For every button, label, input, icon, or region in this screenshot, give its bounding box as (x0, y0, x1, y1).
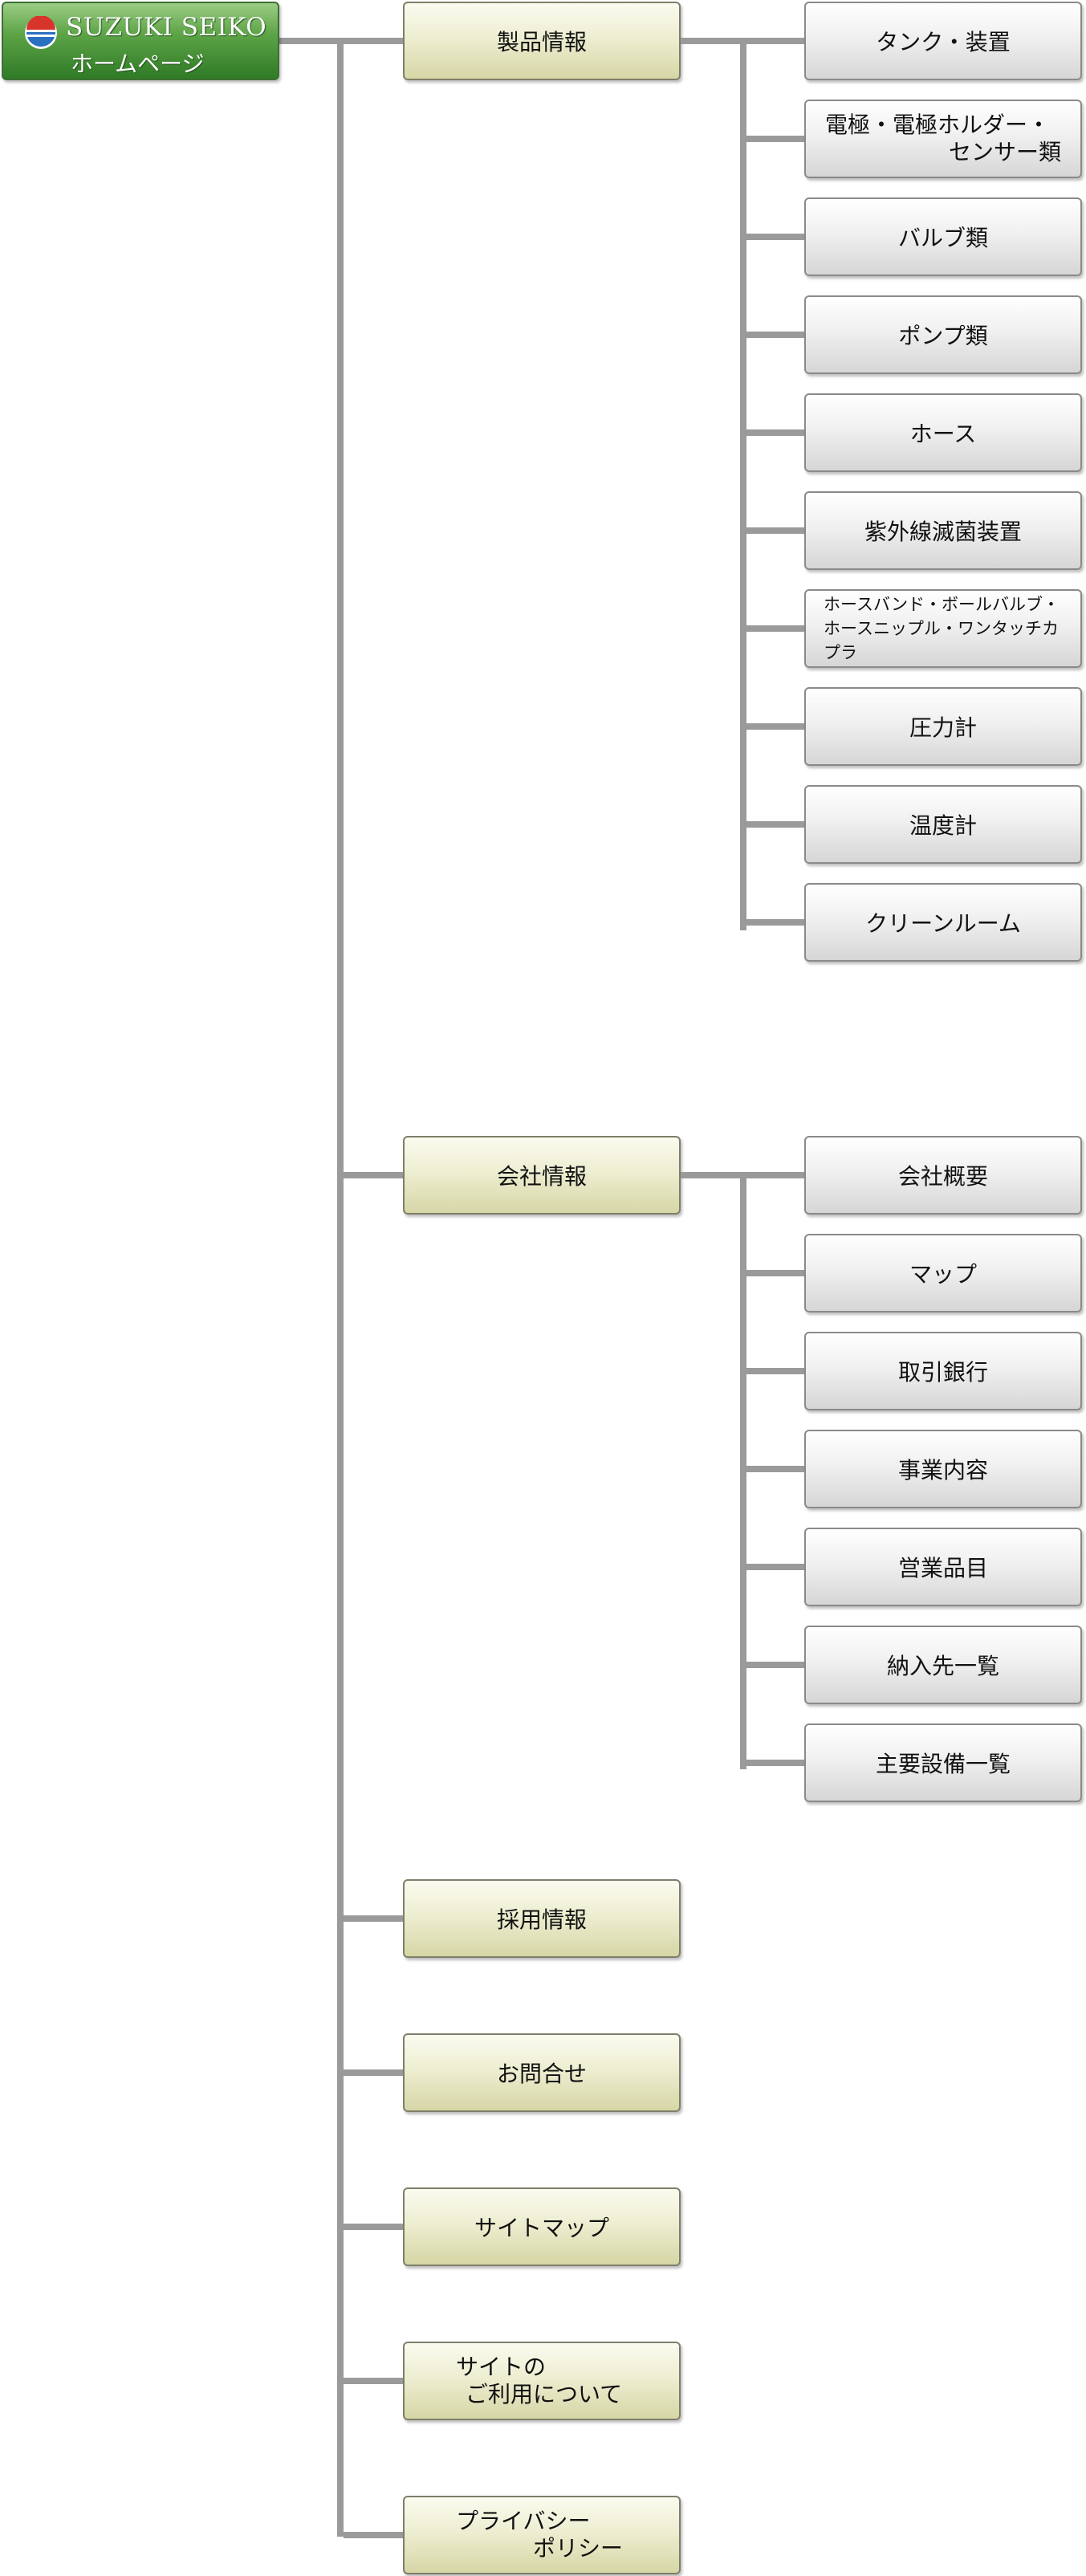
home-label: ホームページ (71, 51, 205, 77)
company-item-label: 主要設備一覧 (875, 1751, 1011, 1777)
product-item-valve[interactable]: バルブ類 (804, 197, 1082, 276)
connector-product-item (746, 821, 807, 828)
nav-company-label: 会社情報 (496, 1163, 587, 1190)
product-item-label: 温度計 (909, 812, 977, 839)
company-item-banks[interactable]: 取引銀行 (804, 1332, 1082, 1410)
company-trunk (740, 1172, 746, 1769)
connector-company-item (746, 1564, 807, 1570)
company-item-business[interactable]: 事業内容 (804, 1430, 1082, 1508)
connector-company-item (746, 1270, 807, 1276)
company-branch (681, 1172, 746, 1178)
connector-product-item (746, 723, 807, 730)
connector-terms (344, 2378, 406, 2384)
connector-product-item (746, 136, 807, 142)
company-item-overview[interactable]: 会社概要 (804, 1136, 1082, 1215)
connector-company (344, 1172, 406, 1178)
nav-privacy-policy[interactable]: プライバシー ポリシー (403, 2496, 681, 2574)
nav-company[interactable]: 会社情報 (403, 1136, 681, 1215)
connector-product-item (746, 38, 807, 44)
connector-company-item (746, 1466, 807, 1472)
company-item-label: 取引銀行 (897, 1359, 988, 1386)
company-item-label: 営業品目 (897, 1555, 988, 1581)
product-item-thermometer[interactable]: 温度計 (804, 785, 1082, 864)
product-item-electrode[interactable]: 電極・電極ホルダー・ センサー類 (804, 100, 1082, 178)
product-item-label: センサー類 (948, 139, 1061, 165)
connector-company-item (746, 1760, 807, 1766)
company-item-label: マップ (909, 1261, 977, 1288)
product-item-cleanroom[interactable]: クリーンルーム (804, 883, 1082, 962)
product-item-label: タンク・装置 (876, 29, 1011, 55)
products-branch (681, 38, 746, 44)
product-item-pressure-gauge[interactable]: 圧力計 (804, 687, 1082, 766)
suzuki-seiko-logo (25, 16, 57, 49)
nav-privacy-label-line2: ポリシー (533, 2535, 624, 2562)
product-item-label: ホース (909, 421, 977, 447)
product-item-uv-sterilizer[interactable]: 紫外線滅菌装置 (804, 491, 1082, 570)
product-item-hose-band[interactable]: ホースバンド・ボールバルブ・ ホースニップル・ワンタッチカプラ (804, 589, 1082, 668)
product-item-label: クリーンルーム (865, 910, 1021, 937)
main-trunk (337, 38, 344, 2537)
product-item-label: ポンプ類 (898, 323, 988, 349)
connector-recruit (344, 1915, 406, 1922)
product-item-tank[interactable]: タンク・装置 (804, 2, 1082, 80)
connector-product-item (746, 625, 807, 632)
connector-sitemap (344, 2224, 406, 2230)
company-item-equipment[interactable]: 主要設備一覧 (804, 1723, 1082, 1802)
brand-name: SUZUKI SEIKO (66, 13, 267, 42)
nav-products[interactable]: 製品情報 (403, 2, 681, 80)
connector-company-item (746, 1662, 807, 1668)
company-item-label: 会社概要 (897, 1163, 988, 1190)
nav-contact-label: お問合せ (496, 2061, 587, 2087)
nav-terms-of-use[interactable]: サイトの ご利用について (403, 2342, 681, 2420)
company-item-sales-items[interactable]: 営業品目 (804, 1528, 1082, 1606)
company-item-label: 納入先一覧 (886, 1653, 999, 1679)
nav-sitemap[interactable]: サイトマップ (403, 2187, 681, 2266)
connector-product-item (746, 234, 807, 240)
nav-recruit[interactable]: 採用情報 (403, 1879, 681, 1958)
connector-contact (344, 2069, 406, 2076)
connector-product-item (746, 429, 807, 436)
home-link[interactable]: SUZUKI SEIKO ホームページ (2, 2, 279, 80)
nav-terms-label-line1: サイトの (456, 2354, 547, 2380)
company-item-map[interactable]: マップ (804, 1234, 1082, 1312)
connector-product-item (746, 332, 807, 338)
nav-privacy-label-line1: プライバシー (456, 2508, 591, 2534)
connector-product-item (746, 527, 807, 534)
nav-recruit-label: 採用情報 (496, 1907, 587, 1933)
connector-company-item (746, 1368, 807, 1374)
nav-sitemap-label: サイトマップ (474, 2215, 609, 2241)
product-item-label: 電極・電極ホルダー・ (825, 112, 1051, 138)
product-item-label: 圧力計 (909, 714, 977, 741)
company-item-clients[interactable]: 納入先一覧 (804, 1626, 1082, 1704)
product-item-label: バルブ類 (897, 225, 988, 251)
product-item-label: ホースニップル・ワンタッチカプラ (824, 619, 1059, 662)
product-item-label: 紫外線滅菌装置 (864, 519, 1022, 545)
product-item-pump[interactable]: ポンプ類 (804, 295, 1082, 374)
connector-privacy (344, 2532, 406, 2538)
product-item-label: ホースバンド・ボールバルブ・ (824, 595, 1060, 614)
company-item-label: 事業内容 (897, 1457, 988, 1483)
connector-product-item (746, 919, 807, 926)
products-trunk (740, 38, 746, 930)
nav-products-label: 製品情報 (496, 29, 587, 55)
nav-contact[interactable]: お問合せ (403, 2033, 681, 2112)
product-item-hose[interactable]: ホース (804, 393, 1082, 472)
nav-terms-label-line2: ご利用について (466, 2381, 623, 2407)
connector-products (344, 38, 406, 44)
connector-company-item (746, 1172, 807, 1178)
